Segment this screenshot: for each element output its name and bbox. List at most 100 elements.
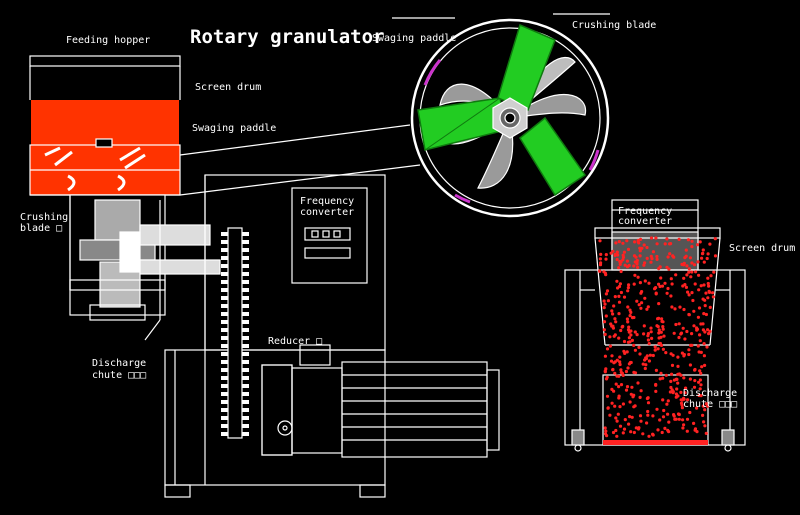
granule	[692, 263, 697, 267]
granule	[666, 255, 670, 259]
granule	[610, 354, 614, 358]
granule	[672, 331, 676, 335]
granule	[642, 332, 646, 336]
granule	[703, 304, 707, 308]
granule	[683, 391, 687, 395]
granule	[646, 338, 651, 342]
granule	[692, 385, 697, 389]
granule	[678, 305, 682, 309]
granule	[682, 354, 686, 358]
granule	[703, 424, 707, 428]
granule	[636, 240, 640, 244]
granule	[701, 404, 705, 408]
granule	[677, 237, 681, 241]
granule	[606, 299, 611, 303]
granule	[615, 419, 619, 423]
granule	[614, 428, 618, 433]
label-crushing-blade-top: Crushing blade	[572, 20, 657, 31]
granule	[655, 324, 659, 328]
granule	[637, 303, 641, 307]
granule	[613, 371, 617, 375]
granule	[667, 420, 671, 424]
granule	[615, 250, 619, 254]
granule	[681, 284, 685, 288]
granule	[617, 385, 621, 389]
granule	[674, 395, 678, 399]
granule	[688, 363, 693, 367]
granule	[687, 348, 691, 352]
granule	[637, 345, 641, 349]
granule	[661, 327, 665, 331]
granule	[643, 358, 647, 362]
granule	[658, 265, 662, 269]
granule	[630, 385, 634, 389]
granule	[615, 374, 619, 378]
granule	[677, 335, 681, 340]
granule	[681, 418, 685, 422]
granule	[713, 254, 718, 258]
granule	[666, 412, 670, 416]
granule	[654, 286, 658, 290]
granule	[711, 291, 715, 295]
granule	[602, 306, 606, 310]
granule	[676, 412, 681, 416]
granule	[602, 270, 606, 274]
granule	[651, 353, 655, 358]
granule	[665, 402, 669, 406]
granule	[611, 312, 615, 316]
granule	[633, 273, 637, 277]
granule	[657, 282, 661, 286]
granule	[632, 264, 636, 268]
granule	[632, 430, 637, 435]
granule	[642, 263, 646, 267]
granule	[622, 339, 627, 344]
granule	[617, 312, 621, 316]
granule	[665, 291, 669, 295]
granule	[679, 390, 683, 394]
granule	[632, 343, 636, 347]
granule	[638, 281, 643, 285]
label-frequency-converter-right-2: converter	[618, 216, 673, 227]
detail-circle	[392, 13, 610, 218]
granule	[694, 270, 698, 274]
granule	[616, 412, 620, 416]
label-frequency-converter-right-1: Frequency	[618, 206, 673, 217]
granule	[608, 413, 612, 417]
granule	[669, 352, 673, 356]
granule	[699, 394, 703, 398]
granule	[643, 279, 647, 283]
granule	[653, 345, 657, 349]
label-crushing-blade-left-1: Crushing	[20, 212, 69, 223]
label-discharge-chute-left-1: Discharge	[92, 358, 147, 369]
granule	[605, 394, 610, 398]
granule	[706, 252, 710, 256]
granule	[693, 282, 697, 286]
label-screen-drum-left: Screen drum	[195, 82, 262, 93]
granule	[641, 362, 645, 366]
granule	[654, 383, 658, 387]
granule	[702, 342, 706, 346]
granule	[599, 261, 603, 265]
granule	[632, 405, 636, 409]
granule	[626, 305, 630, 309]
material-fill	[31, 100, 179, 145]
granule	[675, 387, 679, 391]
granule	[626, 247, 631, 251]
granule	[704, 291, 708, 295]
granule	[646, 401, 651, 405]
granule	[646, 413, 650, 417]
granule	[691, 298, 695, 303]
granule	[663, 242, 667, 246]
granule	[630, 338, 635, 342]
granule	[619, 328, 623, 333]
granule	[636, 265, 640, 269]
granule	[629, 392, 633, 396]
label-discharge-chute-right-2: chute □□□	[683, 399, 738, 410]
granule	[633, 330, 637, 334]
granule	[679, 332, 683, 336]
granule	[671, 390, 675, 394]
granule	[617, 266, 621, 270]
granule	[706, 296, 710, 300]
granule	[623, 263, 627, 267]
